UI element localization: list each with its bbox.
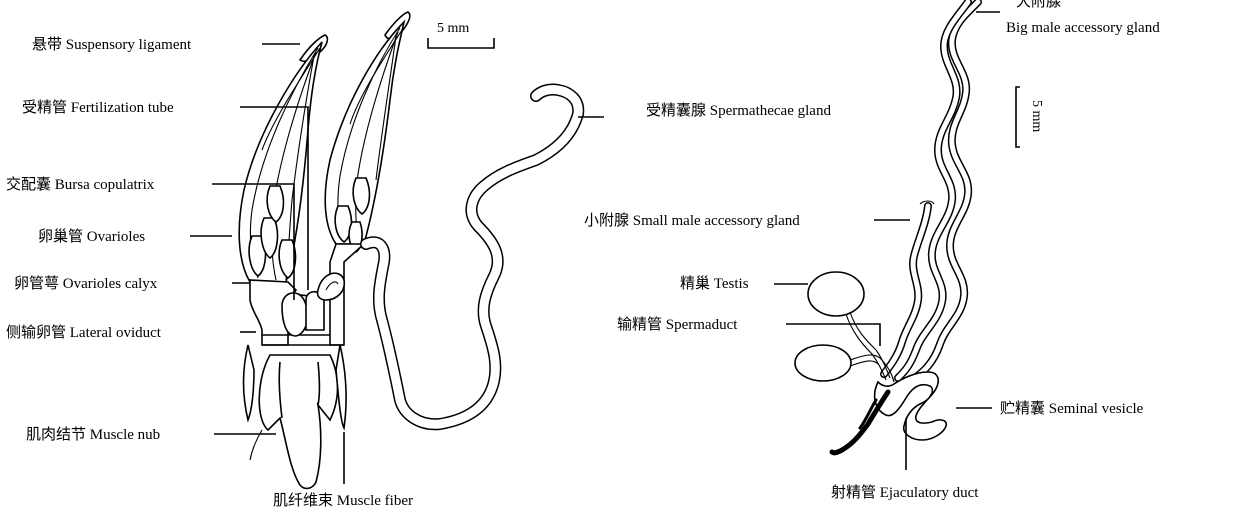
seminal-vesicle — [875, 372, 947, 440]
label-bursa-copulatrix: 交配囊 Bursa copulatrix — [6, 175, 155, 193]
label-testis: 精巢 Testis — [680, 275, 749, 292]
muscle-nub-lower — [259, 355, 337, 488]
scale-bar-label-male: 5 mm — [1029, 100, 1044, 132]
label-spermathecae-gland: 受精囊腺 Spermathecae gland — [646, 102, 831, 119]
testis-upper — [808, 272, 864, 316]
label-lateral-oviduct: 侧输卵管 Lateral oviduct — [6, 324, 162, 341]
muscle-fiber-left — [244, 345, 255, 420]
scale-bar-female: 5 mm — [428, 21, 494, 48]
label-fertilization-tube: 受精管 Fertilization tube — [22, 99, 174, 116]
muscle-fiber-right — [336, 345, 346, 428]
scale-bar-male: 5 mm — [1016, 87, 1044, 147]
ejaculatory-duct — [832, 392, 888, 453]
label-seminal-vesicle: 贮精囊 Seminal vesicle — [1000, 400, 1144, 417]
label-big-accessory-gland-cn: 大附腺 — [1016, 0, 1061, 10]
label-ovarioles: 卵巢管 Ovarioles — [38, 228, 145, 245]
spermathecae-gland-tube — [366, 89, 578, 424]
label-suspensory-ligament: 悬带 Suspensory ligament — [32, 36, 192, 53]
testis-lower — [795, 345, 851, 381]
scale-bar-label: 5 mm — [437, 21, 469, 36]
label-ovarioles-calyx: 卵管萼 Ovarioles calyx — [14, 275, 158, 292]
male-reproductive-organs: 5 mm 大附腺 Big male accessory gland 小附腺 Sm… — [584, 0, 1160, 501]
female-reproductive-organs: 5 mm 悬带 Suspensory ligament 受精管 Fertiliz… — [6, 12, 831, 509]
bursa-copulatrix — [282, 293, 308, 336]
label-muscle-nub: 肌肉结节 Muscle nub — [26, 426, 160, 443]
label-spermaduct: 输精管 Spermaduct — [617, 316, 738, 333]
label-small-accessory-gland: 小附腺 Small male accessory gland — [584, 212, 800, 229]
label-muscle-fiber: 肌纤维束 Muscle fiber — [273, 492, 413, 509]
label-big-accessory-gland-en: Big male accessory gland — [1006, 20, 1160, 36]
label-ejaculatory-duct: 射精管 Ejaculatory duct — [831, 484, 979, 501]
small-accessory-gland — [884, 201, 934, 374]
